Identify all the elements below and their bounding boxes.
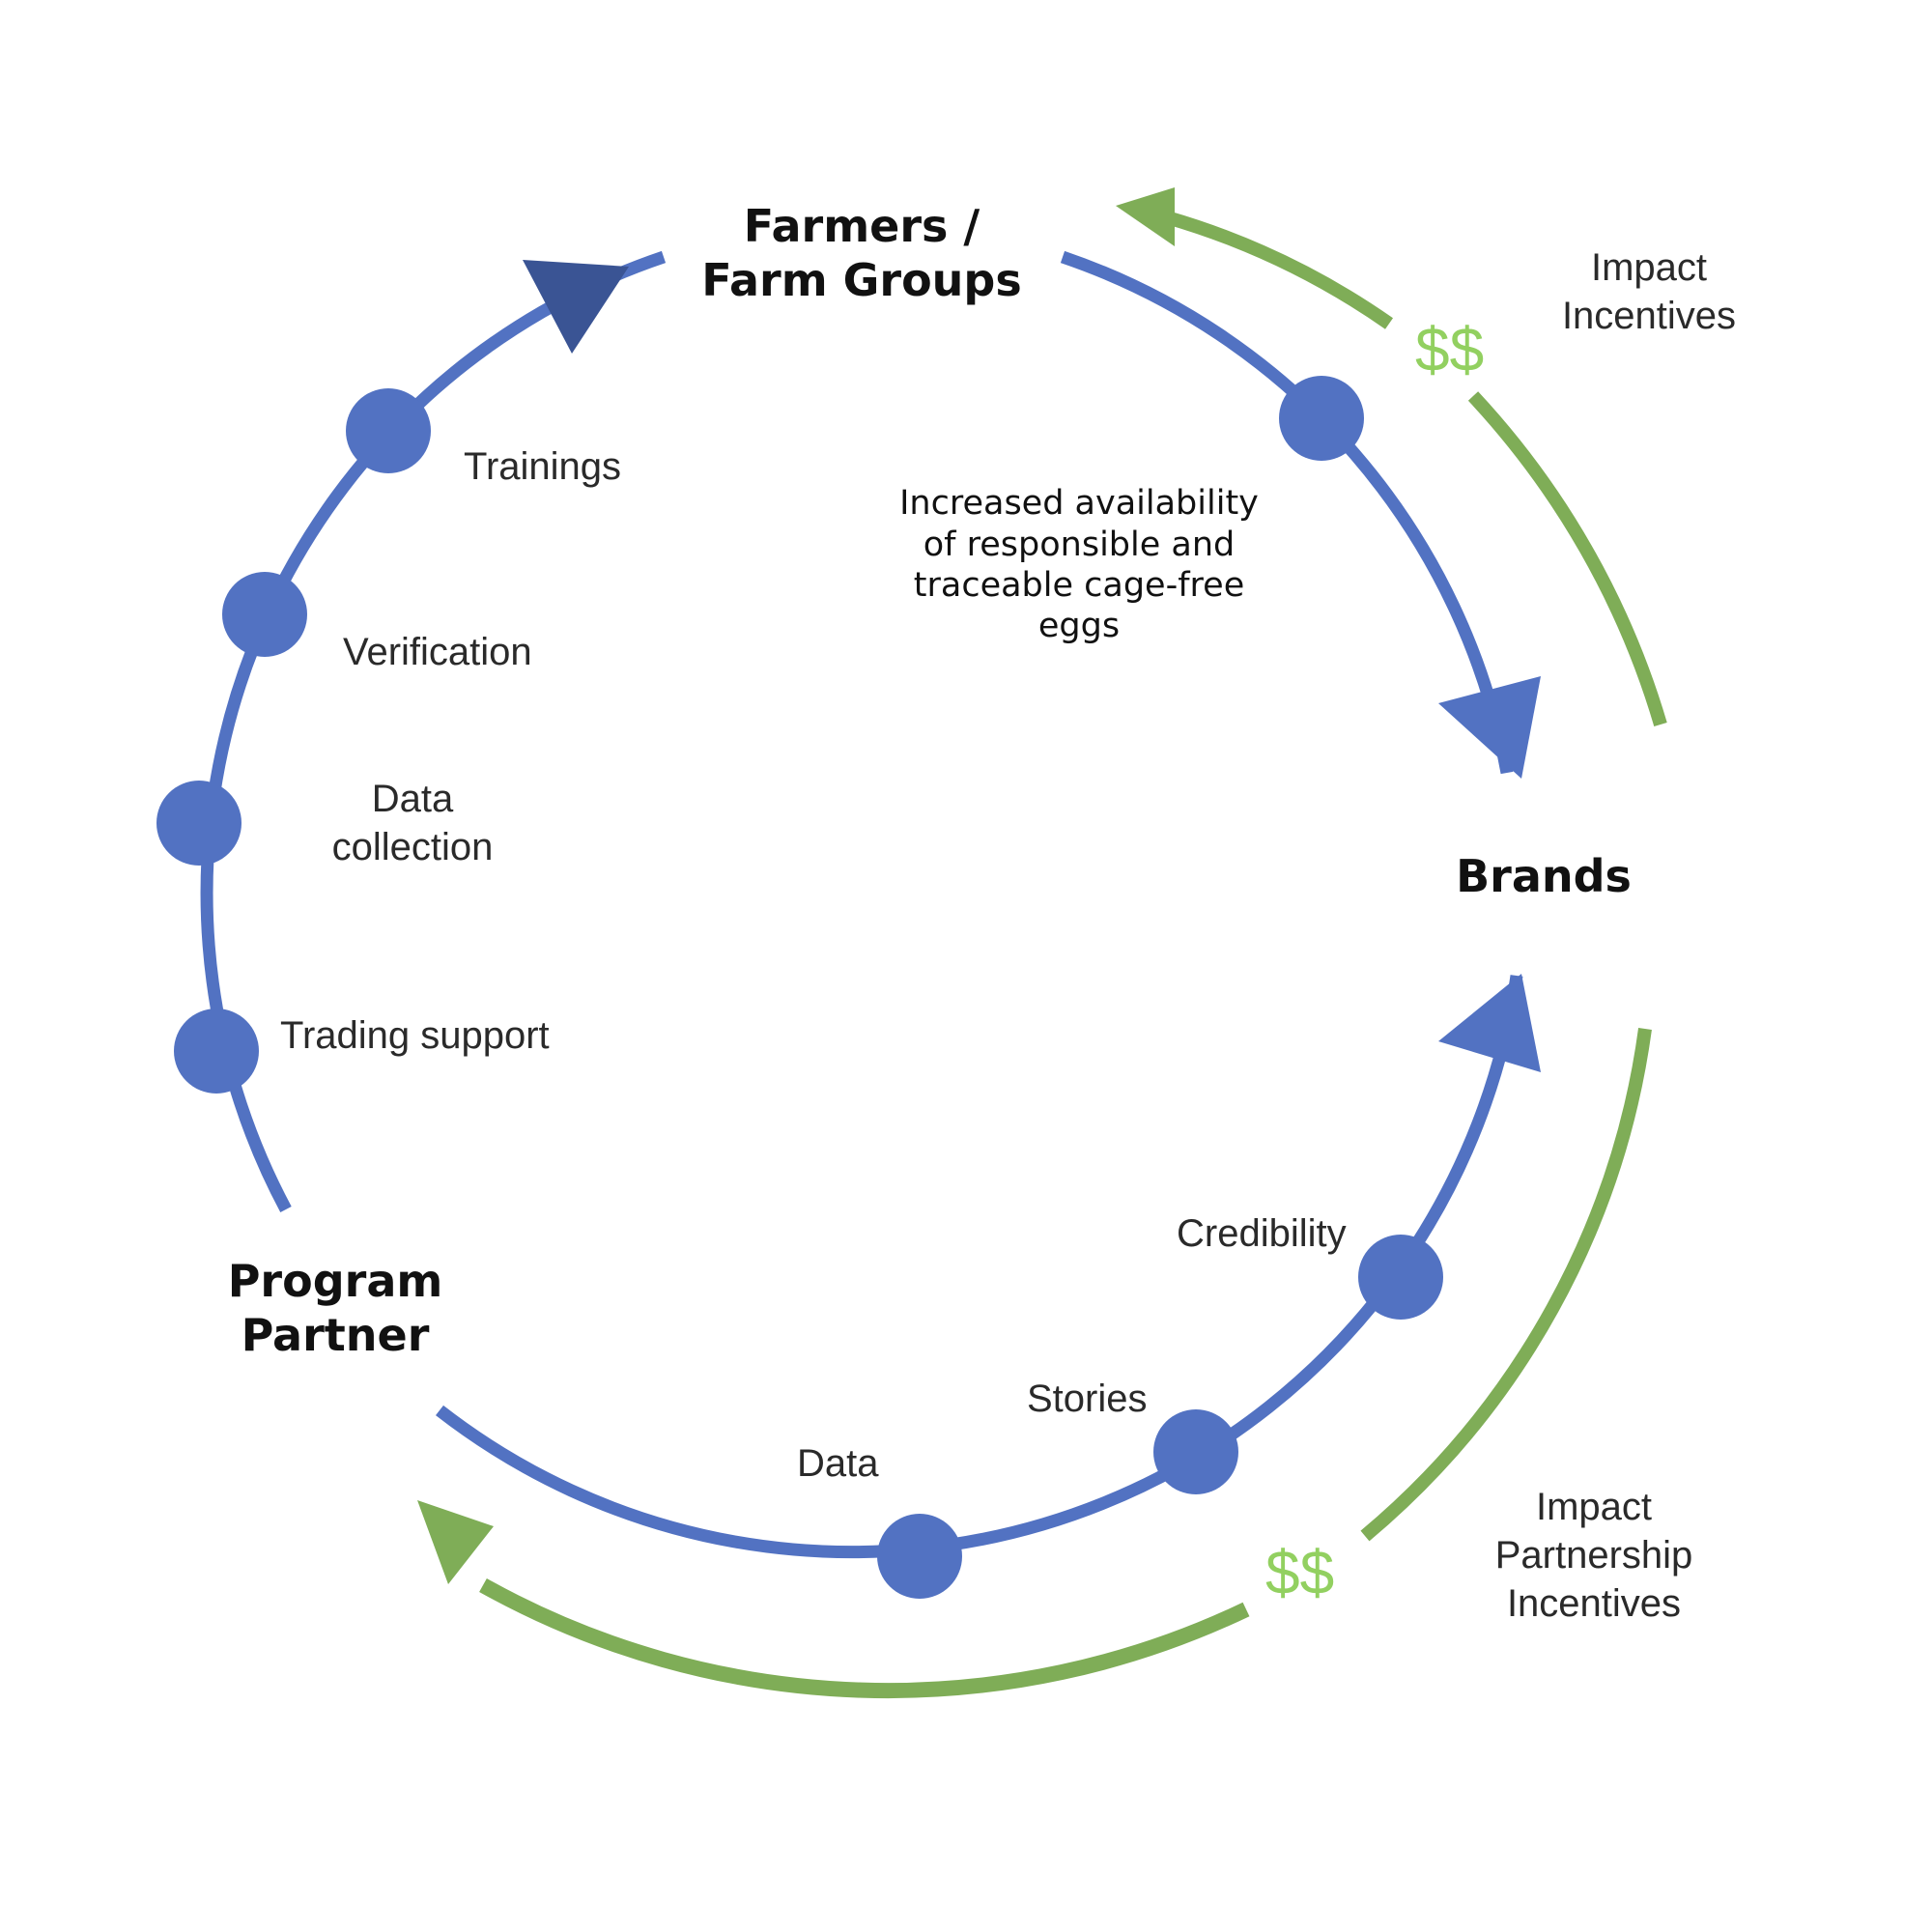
incentive-partnership: Impact Partnership Incentives <box>1495 1486 1693 1625</box>
step-label-trainings: Trainings <box>464 445 621 488</box>
incentive-impact: Impact Incentives <box>1562 246 1736 337</box>
supply-note-line1: Increased availability <box>899 484 1259 523</box>
incentive-arc-bottom-long <box>479 1578 1250 1699</box>
step-dot-icon <box>174 1009 259 1094</box>
flow-arrow-icon <box>1438 676 1541 779</box>
incentive-impact-line2: Incentives <box>1562 295 1736 337</box>
step-label-stories: Stories <box>1027 1378 1148 1420</box>
money-label-partnership: $$ <box>1265 1538 1334 1607</box>
step-label-data: Data <box>797 1442 879 1485</box>
step-dot-icon <box>1358 1235 1443 1320</box>
incentive-partnership-line2: Partnership <box>1495 1534 1693 1577</box>
flow-arrow-icon <box>523 260 629 354</box>
supply-note: Increased availability of responsible an… <box>899 484 1259 645</box>
step-dot-icon <box>346 388 431 473</box>
step-label-data-collection-2: collection <box>332 826 494 868</box>
flow-arrow-icon <box>417 1500 494 1584</box>
step-label-credibility: Credibility <box>1177 1212 1347 1255</box>
supply-note-line2: of responsible and <box>923 526 1235 564</box>
flow-arc-farmers-to-brands <box>1060 250 1514 775</box>
step-dot-icon <box>156 781 242 866</box>
flow-arrow-icon <box>1116 187 1175 246</box>
flow-arc-brands-to-partner <box>436 975 1523 1559</box>
node-partner-line1: Program <box>228 1255 443 1307</box>
node-farmers: Farmers / Farm Groups <box>701 200 1022 306</box>
incentive-partnership-line1: Impact <box>1536 1486 1652 1528</box>
money-label-impact: $$ <box>1415 315 1484 384</box>
flow-arrow-icon <box>1438 974 1541 1072</box>
incentive-impact-line1: Impact <box>1591 246 1707 289</box>
node-brands: Brands <box>1456 850 1632 902</box>
step-dot-icon <box>1153 1409 1238 1494</box>
node-farmers-line2: Farm Groups <box>701 254 1022 306</box>
step-dot-icon <box>222 572 307 657</box>
incentive-arc-bottom-right <box>1360 1028 1652 1542</box>
step-label-verification: Verification <box>343 631 532 673</box>
flow-arc-partner-to-farmers <box>200 250 667 1213</box>
step-dot-icon <box>877 1514 962 1599</box>
supply-note-line4: eggs <box>1038 607 1120 645</box>
node-partner-line2: Partner <box>242 1309 430 1361</box>
step-label-trading-support: Trading support <box>280 1014 550 1057</box>
incentive-partnership-line3: Incentives <box>1507 1582 1681 1625</box>
step-dot-icon <box>1279 376 1364 461</box>
node-program-partner: Program Partner <box>228 1255 443 1361</box>
incentive-arc-top-upper <box>1165 211 1394 329</box>
incentive-arc-top-lower <box>1467 391 1667 726</box>
step-label-data-collection-1: Data <box>372 778 454 820</box>
node-farmers-line1: Farmers / <box>744 200 980 252</box>
supply-note-line3: traceable cage-free <box>914 566 1244 605</box>
